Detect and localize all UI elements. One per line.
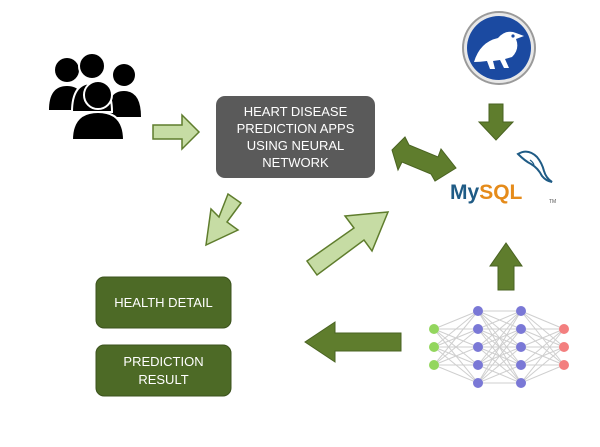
network-connection [477,310,522,366]
network-connection [433,364,479,384]
prediction-result-box: PREDICTION RESULT [95,344,232,397]
network-connection [433,310,479,366]
mysql-wordmark: MySQL TM [450,181,556,205]
network-node [473,324,483,334]
network-connection [477,310,522,384]
arrow-app-to-results [205,192,243,247]
network-connection [433,328,479,366]
prediction-result-line-1: PREDICTION [123,354,203,369]
network-node [559,360,569,370]
database-tool-logo-icon [462,11,536,85]
network-connection [520,364,565,384]
network-connection [477,328,522,384]
network-connection [477,310,522,330]
health-detail-box: HEALTH DETAIL [95,276,232,329]
network-node [516,324,526,334]
network-node [429,360,439,370]
arrow-results-to-mysql [305,211,390,277]
network-connection [433,310,479,330]
arrow-network-to-mysql [489,242,523,291]
network-connection [520,310,565,330]
app-box-line-1: HEART DISEASE [244,104,348,119]
app-box-line-2: PREDICTION APPS [237,121,355,136]
network-node [473,342,483,352]
network-connection [520,328,565,366]
neural-network-icon [429,306,569,388]
app-box-line-4: NETWORK [262,155,329,170]
mysql-dolphin-icon [516,150,553,183]
network-connection [477,346,522,384]
network-node [429,324,439,334]
svg-text:MySQL: MySQL [450,181,523,204]
arrow-users-to-app [152,113,201,151]
network-node [559,342,569,352]
users-group-icon [49,52,141,141]
heart-disease-app-box: HEART DISEASE PREDICTION APPS USING NEUR… [216,96,375,178]
network-node [516,342,526,352]
network-connection [520,346,565,384]
network-connection [433,346,479,366]
network-connection [477,364,522,384]
network-node [473,306,483,316]
arrow-app-mysql-bidirectional [391,136,457,182]
network-node [516,360,526,370]
network-connection [520,328,565,348]
health-detail-label: HEALTH DETAIL [114,295,212,310]
mysql-my-text: My [450,181,479,204]
network-node [516,306,526,316]
network-node [473,360,483,370]
mysql-sql-text: SQL [479,181,522,204]
network-node [429,342,439,352]
prediction-result-line-2: RESULT [138,372,188,387]
arrow-logo-to-mysql [477,103,515,141]
arrow-network-to-results [304,321,402,363]
network-connection [433,310,479,348]
network-connection [477,310,522,348]
network-node [473,378,483,388]
network-node [516,378,526,388]
network-node [559,324,569,334]
network-connection [520,328,565,384]
mysql-tm-text: TM [549,199,556,205]
app-box-line-3: USING NEURAL [247,138,345,153]
